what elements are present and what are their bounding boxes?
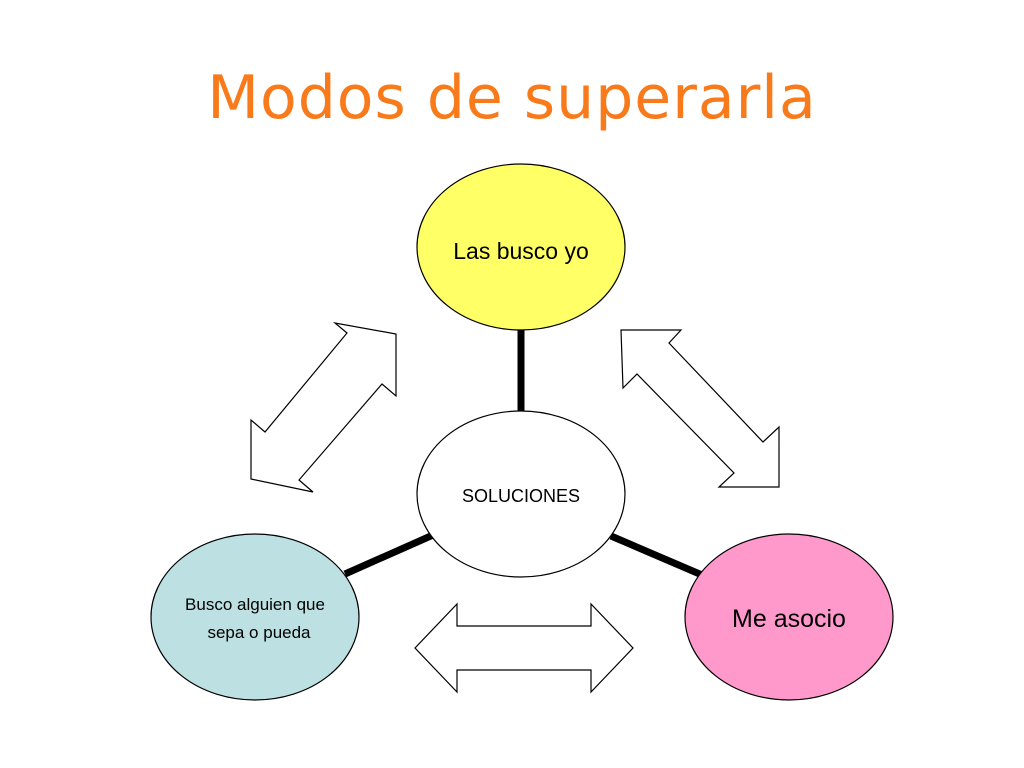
node-busco-alguien [150,533,360,701]
double-arrow-right [620,329,780,488]
connector-left [343,531,435,578]
node-busco-alguien-label-line2: sepa o pueda [207,623,311,642]
node-las-busco-yo [416,163,626,331]
connector-right [609,532,704,579]
slide-title: Modos de superarla [207,63,817,133]
node-las-busco-yo-label: Las busco yo [453,238,589,264]
node-me-asocio-label: Me asocio [732,605,846,633]
double-arrow-left [250,322,397,493]
node-soluciones-label: SOLUCIONES [462,486,580,506]
node-me-asocio [684,533,894,701]
double-arrow-bottom [414,602,634,694]
node-soluciones [416,410,626,578]
node-busco-alguien-label-line1: Busco alguien que [185,595,325,614]
